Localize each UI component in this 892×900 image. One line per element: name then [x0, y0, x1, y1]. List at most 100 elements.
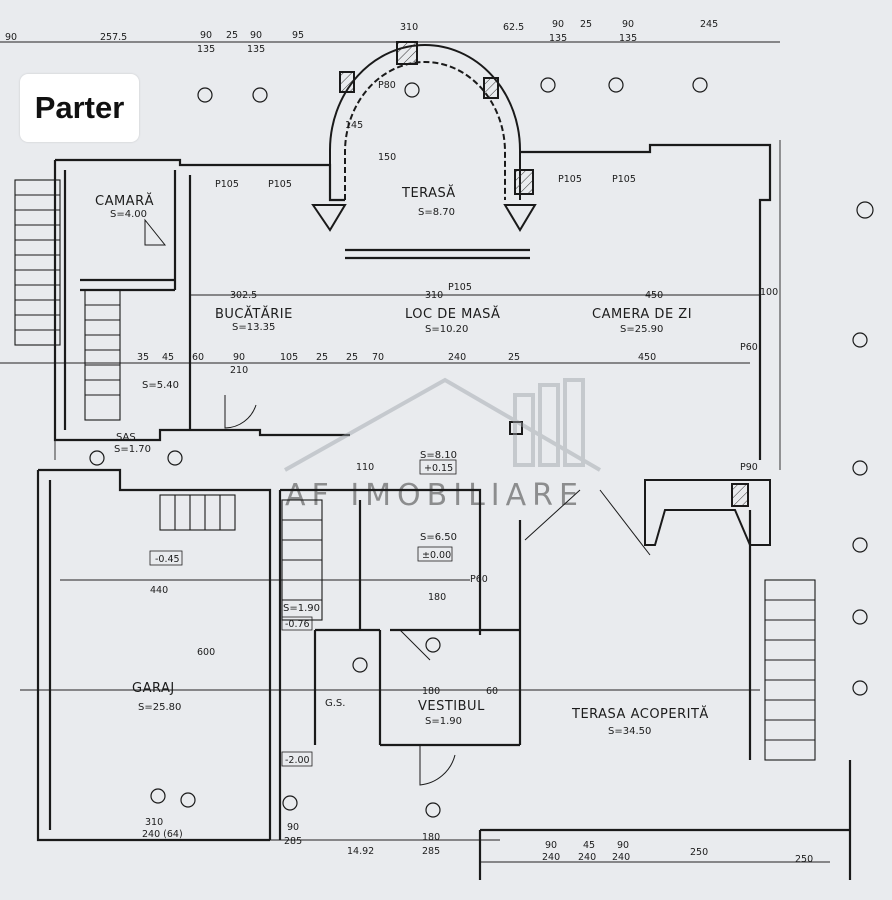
dim-label: 25 [346, 352, 358, 363]
room-name-vestibul: VESTIBUL [418, 699, 485, 714]
room-name-camera-de-zi: CAMERA DE ZI [592, 307, 692, 322]
area-stair: S=5.40 [142, 380, 179, 391]
dimensions-middle: 35 45 60 90 210 105 25 25 70 240 25 450 [137, 352, 656, 376]
dim-label: 90 [545, 840, 557, 851]
dim-label: 25 [508, 352, 520, 363]
room-name-terasa-acoperita: TERASA ACOPERITĂ [571, 706, 709, 722]
dim-label: 240 [542, 852, 560, 863]
dim-label: 240 [612, 852, 630, 863]
area-lower-stair: S=1.90 [283, 603, 320, 614]
room-name-sas: SAS [116, 432, 136, 443]
room-area-loc-de-masa: S=10.20 [425, 324, 468, 335]
dim-label: 310 [425, 290, 443, 301]
dim-label: 45 [162, 352, 174, 363]
room-name-bucatarie: BUCĂTĂRIE [215, 306, 293, 322]
dim-label: 25 [580, 19, 592, 30]
dim-label: 95 [292, 30, 304, 41]
staircases [14, 179, 816, 761]
dim-label: 180 [422, 686, 440, 697]
level-mark: -0.45 [155, 554, 180, 565]
floor-title: Parter [34, 90, 125, 125]
dim-label: 180 [422, 832, 440, 843]
dim-label: 285 [284, 836, 302, 847]
dim-label: 245 [700, 19, 718, 30]
dim-label: P90 [740, 462, 758, 473]
room-area-terasa: S=8.70 [418, 207, 455, 218]
dim-label: P105 [215, 179, 239, 190]
dim-label: 180 [428, 592, 446, 603]
watermark-logo [284, 377, 602, 472]
dim-label: 25 [316, 352, 328, 363]
dim-label: 110 [356, 462, 374, 473]
level-mark: ±0.00 [422, 550, 451, 561]
dim-label: 135 [247, 44, 265, 55]
room-name-loc-de-masa: LOC DE MASĂ [405, 306, 500, 322]
room-name-terasa: TERASĂ [401, 185, 456, 201]
dim-label: 60 [192, 352, 204, 363]
room-area-camera-de-zi: S=25.90 [620, 324, 663, 335]
dimensions-bottom: 310 240 (64) 90 285 14.92 180 285 90 240… [142, 817, 813, 865]
dim-label: P105 [268, 179, 292, 190]
room-area-vestibul: S=1.90 [425, 716, 462, 727]
level-mark: -2.00 [285, 755, 310, 766]
dim-label: 90 [552, 19, 564, 30]
dim-label: 257.5 [100, 32, 127, 43]
dim-label: 250 [690, 847, 708, 858]
dim-label: P105 [612, 174, 636, 185]
level-mark: -0.76 [285, 619, 310, 630]
dim-label: 135 [549, 33, 567, 44]
dim-label: 240 [578, 852, 596, 863]
dim-label: 35 [137, 352, 149, 363]
dim-label: 90 [250, 30, 262, 41]
fireplace [509, 421, 771, 546]
dim-label: 105 [280, 352, 298, 363]
dim-label: 440 [150, 585, 168, 596]
room-name-camara: CAMARĂ [95, 193, 154, 209]
dim-label: 90 [200, 30, 212, 41]
dim-label: 145 [345, 120, 363, 131]
dim-label: 210 [230, 365, 248, 376]
dim-label: 150 [378, 152, 396, 163]
dim-label: 450 [638, 352, 656, 363]
dim-label: 310 [145, 817, 163, 828]
room-area-bucatarie: S=13.35 [232, 322, 275, 333]
door-swings [144, 218, 651, 786]
dim-label: P105 [558, 174, 582, 185]
dim-label: 60 [486, 686, 498, 697]
dim-label: 100 [760, 287, 778, 298]
room-area-sas: S=1.70 [114, 444, 151, 455]
dim-label: 90 [5, 32, 17, 43]
dim-label: 450 [645, 290, 663, 301]
dim-label: 90 [622, 19, 634, 30]
dim-label: 600 [197, 647, 215, 658]
dim-label: 90 [287, 822, 299, 833]
round-terrace [311, 41, 537, 232]
dim-label: 90 [617, 840, 629, 851]
room-area-camara: S=4.00 [110, 209, 147, 220]
dim-label: P60 [740, 342, 758, 353]
dim-label: P60 [470, 574, 488, 585]
dimensions-top: 90 257.5 90 135 25 90 135 95 310 62.5 90… [5, 19, 718, 55]
room-name-gs: G.S. [325, 698, 345, 709]
dim-label: 70 [372, 352, 384, 363]
columns [89, 77, 874, 818]
level-marks: +0.15 -0.45 ±0.00 -0.76 -2.00 [149, 459, 457, 767]
walls [36, 143, 852, 880]
watermark-text: AF IMOBILIARE [285, 478, 584, 513]
room-area-terasa-acoperita: S=34.50 [608, 726, 651, 737]
room-name-garaj: GARAJ [132, 681, 175, 696]
dim-label: 25 [226, 30, 238, 41]
dim-label: 285 [422, 846, 440, 857]
dim-label: 250 [795, 854, 813, 865]
dim-label: 135 [619, 33, 637, 44]
area-lower-hall: S=6.50 [420, 532, 457, 543]
dim-label: 14.92 [347, 846, 374, 857]
dim-label: 45 [583, 840, 595, 851]
dim-label: P105 [448, 282, 472, 293]
room-labels: CAMARĂ S=4.00 TERASĂ S=8.70 BUCĂTĂRIE S=… [95, 185, 709, 737]
dim-label: 240 (64) [142, 829, 183, 840]
room-area-garaj: S=25.80 [138, 702, 181, 713]
level-mark: +0.15 [424, 463, 453, 474]
dim-label: P80 [378, 80, 396, 91]
